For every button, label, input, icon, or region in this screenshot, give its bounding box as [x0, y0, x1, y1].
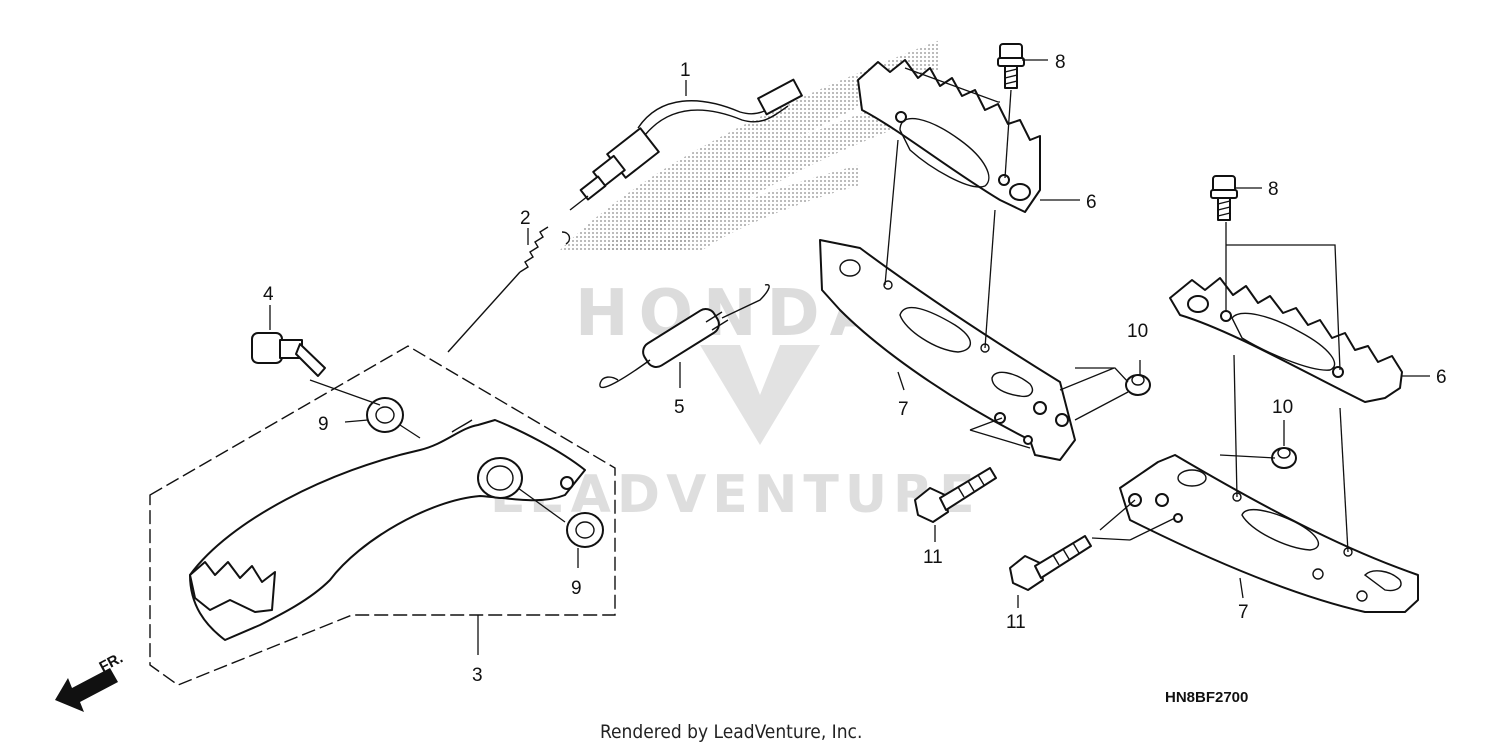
render-credit: Rendered by LeadVenture, Inc. — [600, 721, 862, 743]
callout-3: 3 — [472, 665, 483, 686]
flange-nut-part-lower — [1271, 447, 1297, 469]
callout-2: 2 — [520, 208, 531, 229]
footpeg-bolt-part-lower — [1210, 175, 1238, 221]
brake-pedal-part — [189, 419, 586, 641]
front-direction-arrow-icon — [55, 668, 118, 712]
bracket-bolt-part-lower — [1009, 535, 1092, 591]
leadventure-logo-watermark — [700, 345, 820, 445]
honda-wing-watermark — [560, 40, 940, 252]
pivot-bolt-part — [251, 332, 326, 377]
footpeg-part-upper — [857, 59, 1041, 213]
footpeg-bracket-part-lower — [1119, 454, 1419, 613]
callout-11-upper: 11 — [923, 547, 943, 568]
footpeg-bolt-part-upper — [997, 43, 1025, 89]
bushing-part-lower — [566, 512, 604, 548]
brake-switch-part — [569, 78, 803, 211]
callout-labels: 1 2 3 4 5 6 6 7 7 8 8 9 9 10 10 11 11 — [263, 52, 1447, 686]
callout-7-lower: 7 — [1238, 602, 1249, 623]
callout-5: 5 — [674, 397, 685, 418]
callout-9-lower: 9 — [571, 578, 582, 599]
leader-lines — [269, 59, 1430, 655]
callout-6-upper: 6 — [1086, 192, 1097, 213]
callout-4: 4 — [263, 284, 274, 305]
callout-9-upper: 9 — [318, 414, 329, 435]
bushing-part-upper — [366, 397, 404, 433]
return-spring-part — [599, 283, 770, 389]
callout-7-upper: 7 — [898, 399, 909, 420]
footpeg-bracket-part-upper — [819, 239, 1076, 461]
callout-1: 1 — [680, 60, 691, 81]
callout-10-upper: 10 — [1127, 321, 1148, 342]
switch-spring-part — [447, 226, 571, 353]
callout-8-upper: 8 — [1055, 52, 1066, 73]
pedal-assembly-frame — [149, 345, 616, 686]
part-code-label: HN8BF2700 — [1165, 689, 1248, 706]
flange-nut-part-upper — [1125, 374, 1151, 396]
front-direction-label: FR. — [96, 650, 125, 676]
callout-10-lower: 10 — [1272, 397, 1293, 418]
callout-6-lower: 6 — [1436, 367, 1447, 388]
footpeg-part-lower — [1169, 277, 1403, 403]
bracket-bolt-part-upper — [914, 467, 997, 523]
callout-11-lower: 11 — [1006, 612, 1026, 633]
callout-8-lower: 8 — [1268, 179, 1279, 200]
